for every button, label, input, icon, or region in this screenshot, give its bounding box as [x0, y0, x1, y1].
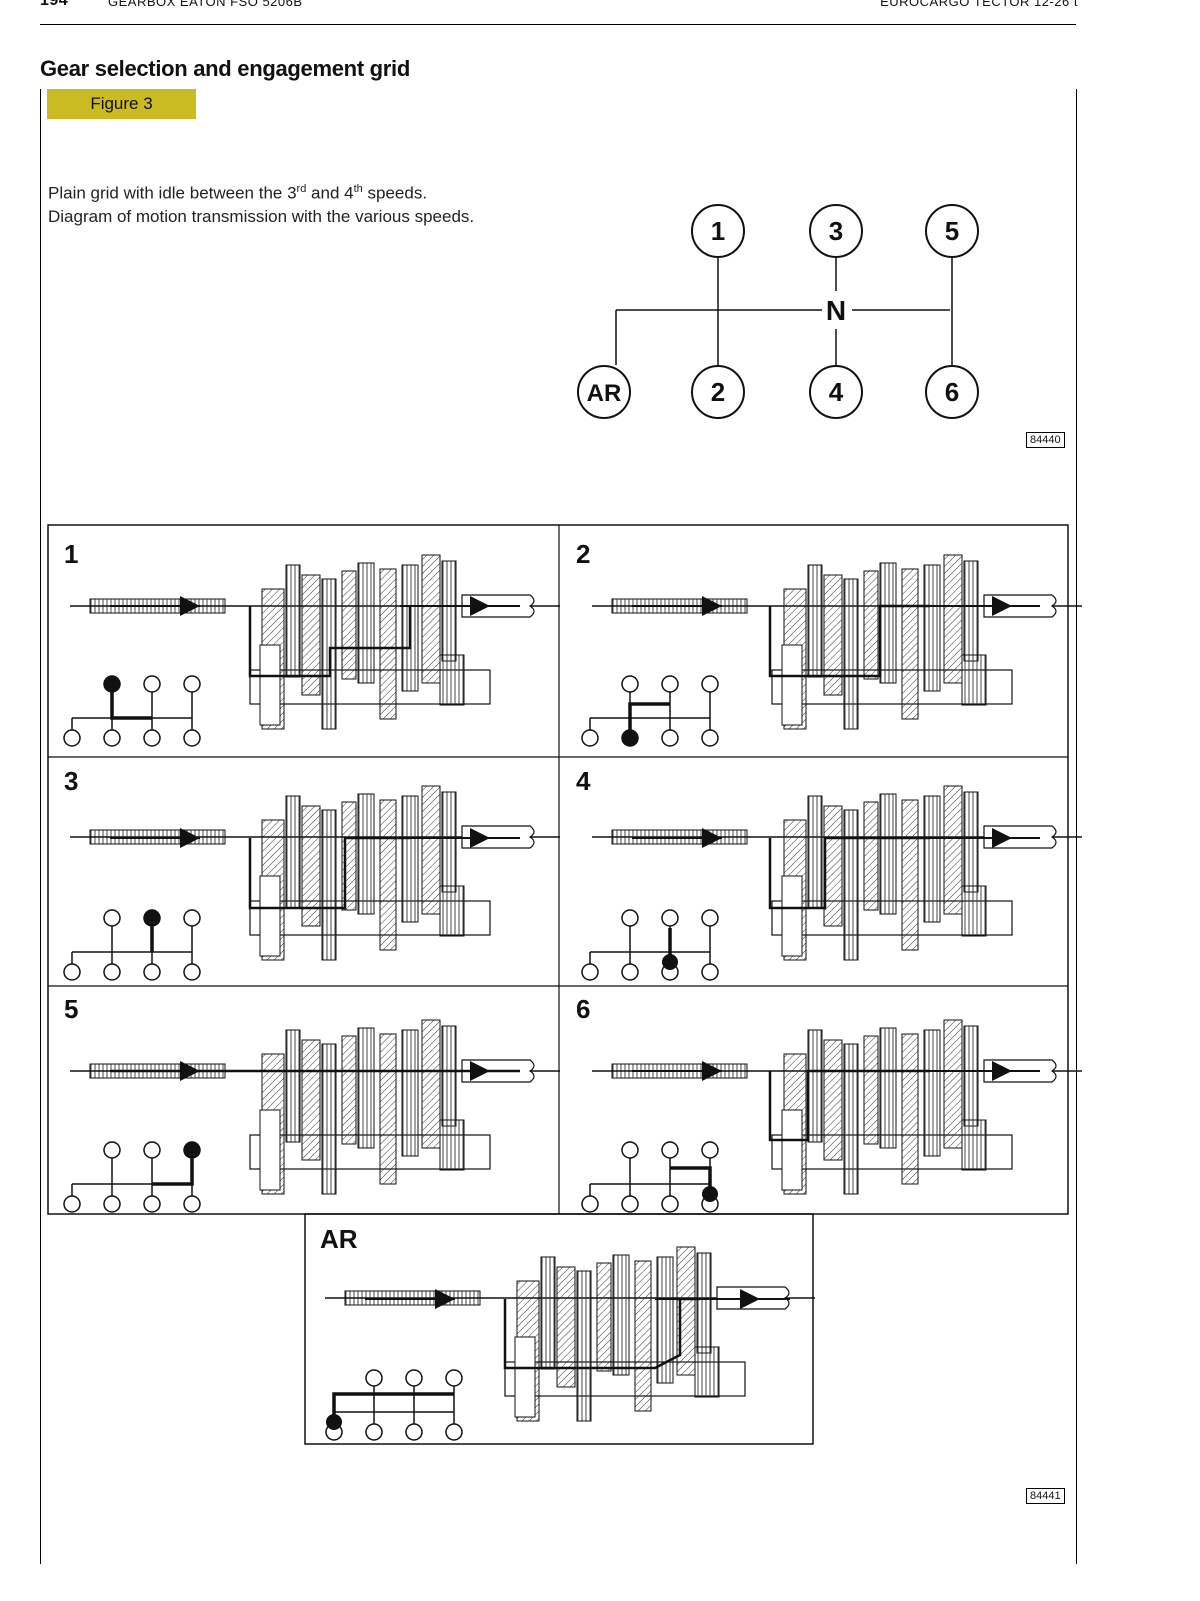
- panel-gear-2: 2: [576, 539, 1083, 747]
- panel-label-AR: AR: [320, 1224, 358, 1254]
- panel-gear-AR: AR: [320, 1224, 816, 1441]
- gear-circle-3: [809, 204, 863, 258]
- section-title: Gear selection and engagement grid: [40, 56, 411, 81]
- frame-right-line: [1076, 89, 1077, 1564]
- gear-circle-4: [809, 365, 863, 419]
- figure-badge: Figure 3: [47, 89, 196, 119]
- neutral-label: N: [826, 295, 846, 326]
- gear-circle-5: [925, 204, 979, 258]
- gear-label-3: 3: [829, 216, 843, 246]
- gear-circle-2: [691, 365, 745, 419]
- shift-pattern-diagram: 1 3 5 AR 2 4 6 N: [577, 204, 979, 419]
- panel-label-4: 4: [576, 766, 591, 796]
- gear-circle-6: [925, 365, 979, 419]
- gear-label-4: 4: [829, 377, 844, 407]
- panel-gear-6: 6: [576, 994, 1083, 1213]
- header-rule: [40, 24, 1076, 25]
- panel-label-5: 5: [64, 994, 78, 1024]
- frame-left-line: [40, 89, 41, 1564]
- caption-line-2: Diagram of motion transmission with the …: [48, 206, 475, 226]
- panel-gear-4: 4: [576, 766, 1083, 981]
- figure-caption: Plain grid with idle between the 3rd and…: [48, 178, 474, 228]
- figure-ref-code: 84441: [1026, 1488, 1065, 1504]
- gear-label-6: 6: [945, 377, 959, 407]
- gear-label-2: 2: [711, 377, 725, 407]
- panel-label-3: 3: [64, 766, 78, 796]
- panel-label-2: 2: [576, 539, 590, 569]
- panel-label-1: 1: [64, 539, 78, 569]
- panel-gear-3: 3: [63, 766, 561, 981]
- panel-label-6: 6: [576, 994, 590, 1024]
- diagram-ref-code: 84440: [1026, 432, 1065, 448]
- gear-label-5: 5: [945, 216, 959, 246]
- caption-line-1: Plain grid with idle between the 3rd and…: [48, 183, 428, 203]
- page-number: 194: [40, 0, 69, 9]
- gear-circle-AR: [577, 365, 631, 419]
- gear-label-1: 1: [711, 216, 725, 246]
- gear-circle-1: [691, 204, 745, 258]
- header-right-title: EUROCARGO TECTOR 12-26 t: [880, 0, 1078, 9]
- header-left-title: GEARBOX EATON FSO 5206B: [108, 0, 303, 9]
- panel-gear-1: 1: [63, 539, 561, 747]
- gear-label-AR: AR: [587, 380, 622, 407]
- panel-gear-5: 5: [63, 994, 561, 1213]
- figure-label: Figure 3: [90, 94, 153, 113]
